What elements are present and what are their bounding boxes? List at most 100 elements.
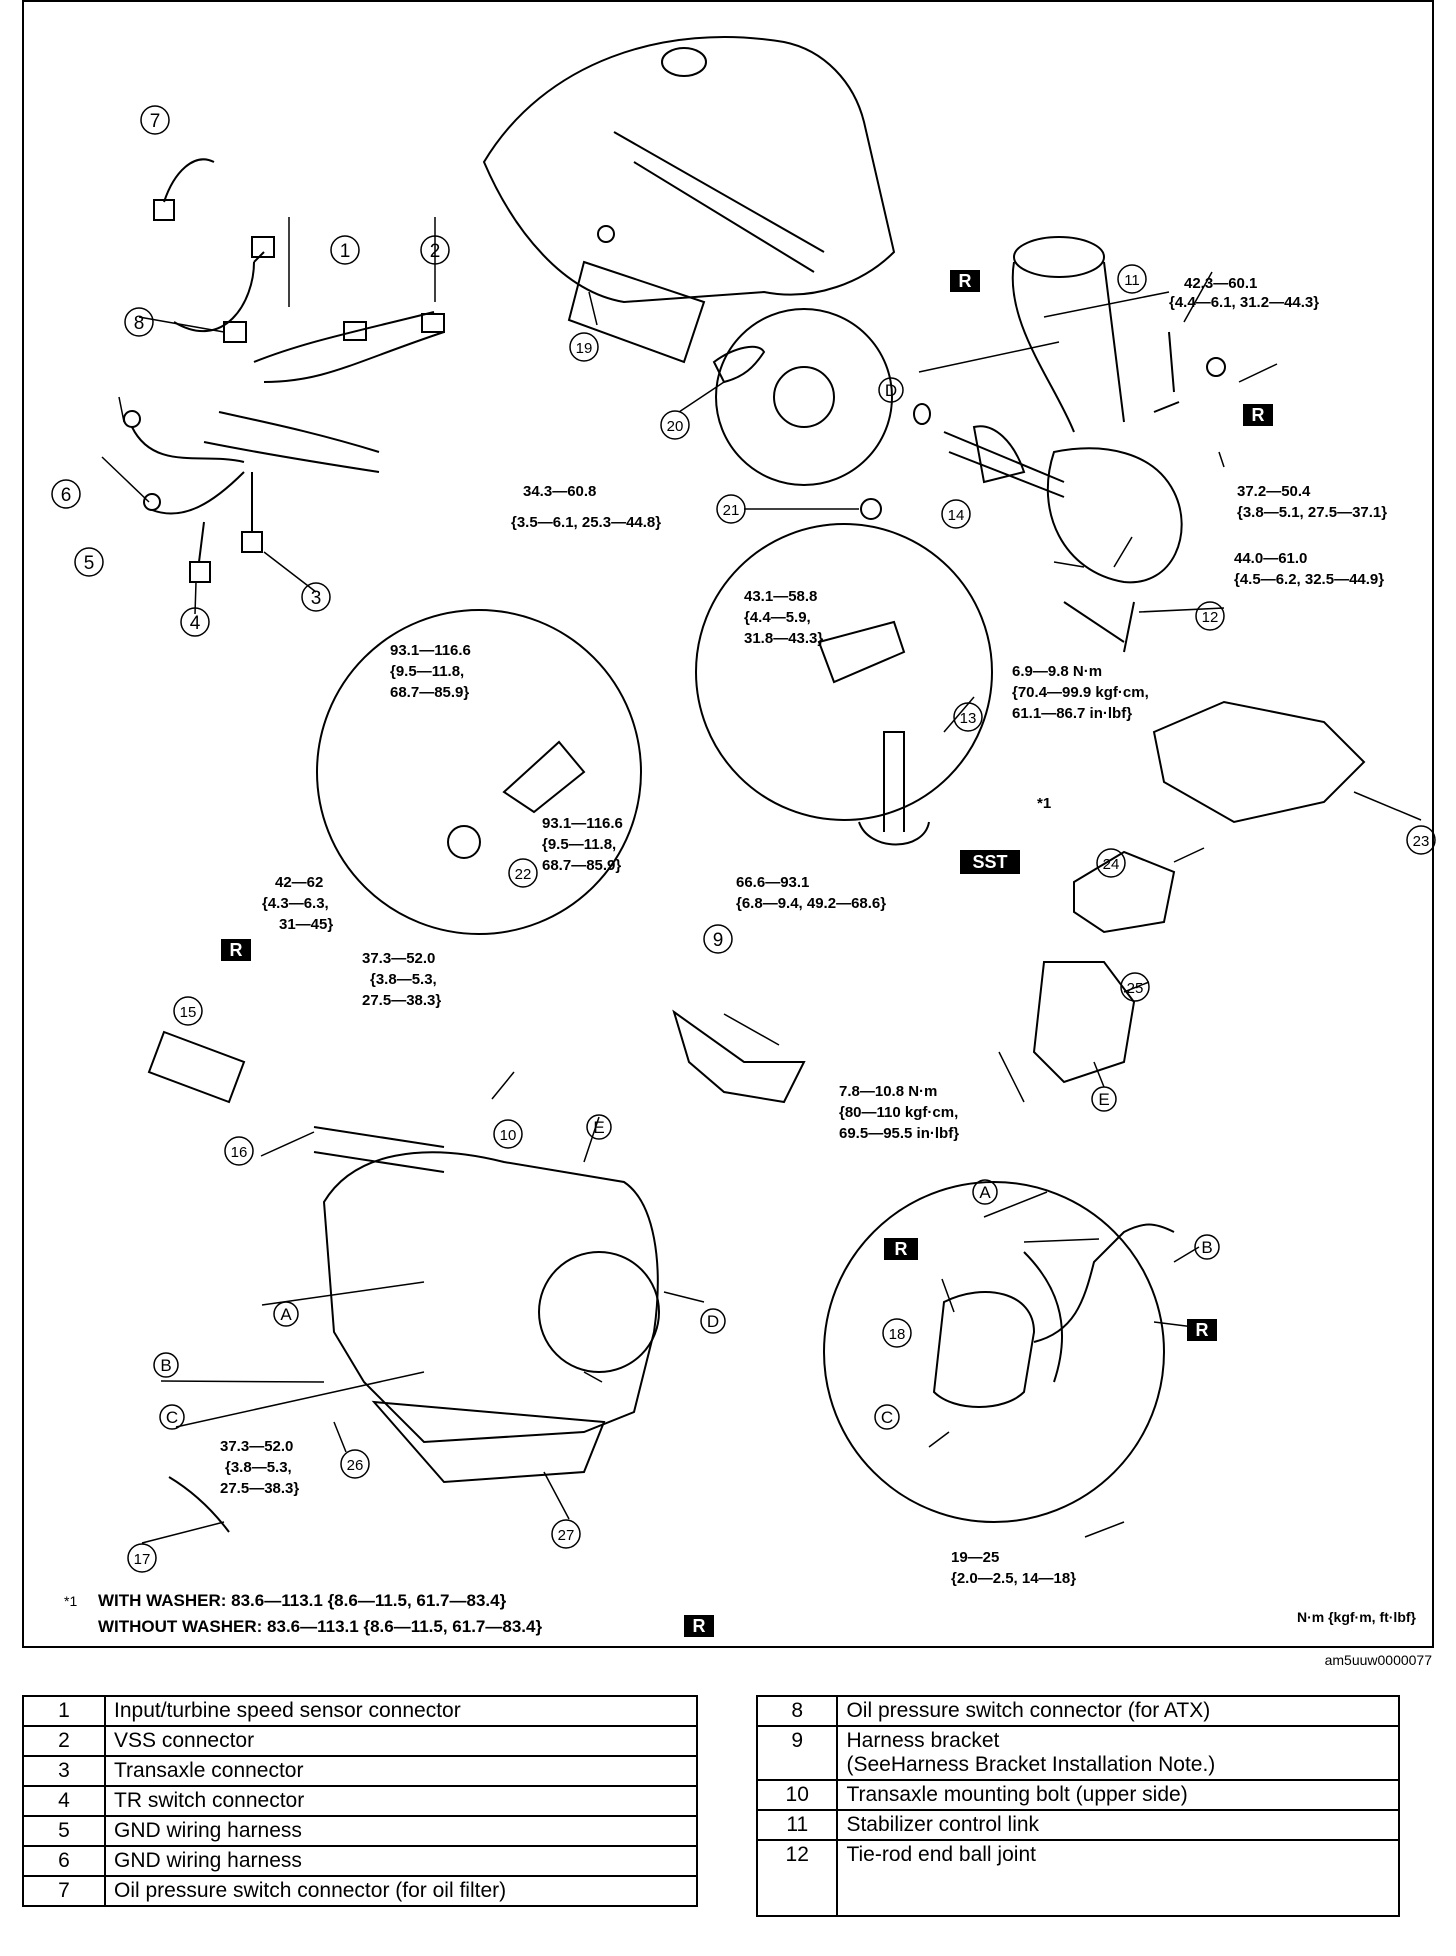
legend-num: 1 xyxy=(22,1695,106,1727)
units-note: N·m {kgf·m, ft·lbf} xyxy=(1297,1609,1417,1625)
torque-21-line2: {3.5—6.1, 25.3—44.8} xyxy=(511,514,661,531)
callout-2: 2 xyxy=(430,241,441,262)
knuckle-body xyxy=(1046,447,1183,584)
letter-E-left: E xyxy=(593,1118,604,1137)
badge-r-1: R xyxy=(959,271,972,291)
mount-24 xyxy=(1073,850,1176,934)
legend-num: 10 xyxy=(755,1779,839,1811)
letter-C-transaxle: C xyxy=(166,1408,178,1427)
letter-D-top: D xyxy=(885,381,897,400)
detail-circle-22 xyxy=(316,609,642,935)
torque-26-line3: 27.5—38.3} xyxy=(220,1480,299,1497)
callout-26: 26 xyxy=(347,1457,364,1474)
torque-9-line3: 69.5—95.5 in·lbf} xyxy=(839,1125,959,1142)
callout-27: 27 xyxy=(558,1527,575,1544)
badge-r-4: R xyxy=(895,1239,908,1259)
starter-body xyxy=(567,260,706,364)
connector-7 xyxy=(153,199,175,221)
letter-A-transaxle: A xyxy=(280,1305,292,1324)
drive-plate-hub xyxy=(773,366,835,428)
harness-7 xyxy=(163,158,215,203)
mount-22 xyxy=(502,740,586,814)
torque-26-line1: 37.3—52.0 xyxy=(220,1438,293,1455)
legend-num: 8 xyxy=(755,1695,839,1727)
legend-num: 6 xyxy=(22,1845,106,1877)
mount-bracket-23 xyxy=(1152,700,1366,824)
connector-1 xyxy=(343,321,367,341)
legend-desc: Input/turbine speed sensor connector xyxy=(104,1695,698,1727)
callout-3: 3 xyxy=(311,588,322,609)
badge-r-2: R xyxy=(1252,405,1265,425)
starter-end xyxy=(597,225,615,243)
callout-22: 22 xyxy=(515,866,532,883)
letter-B-cooler: B xyxy=(1201,1238,1212,1257)
stabilizer-link xyxy=(1153,331,1180,413)
lower-arm-13 xyxy=(858,731,930,846)
torque-13-line1: 43.1—58.8 xyxy=(744,588,817,605)
engine-outline xyxy=(482,36,896,304)
callout-24: 24 xyxy=(1103,856,1120,873)
nut-21 xyxy=(860,498,882,520)
footnote-marker: *1 xyxy=(64,1593,77,1609)
badge-r-3: R xyxy=(230,940,243,960)
torque-16-line2: {4.3—6.3, xyxy=(262,895,329,912)
ball-clamp xyxy=(817,620,906,684)
legend-desc: GND wiring harness xyxy=(104,1845,698,1877)
torque-10-line1: 37.3—52.0 xyxy=(362,950,435,967)
legend-desc: Transaxle connector xyxy=(104,1755,698,1787)
callout-6: 6 xyxy=(61,485,72,506)
callout-5: 5 xyxy=(84,553,95,574)
torque-10-line3: 27.5—38.3} xyxy=(362,992,441,1009)
torque-13-line3: 31.8—43.3} xyxy=(744,630,823,647)
o-ring-D xyxy=(913,403,931,425)
callout-1: 1 xyxy=(340,241,351,262)
callout-4: 4 xyxy=(190,613,201,634)
callout-11: 11 xyxy=(1124,272,1140,289)
legend-desc-line2: (SeeHarness Bracket Installation Note.) xyxy=(846,1753,1216,1776)
letter-A-cooler: A xyxy=(979,1183,991,1202)
legend-num: 7 xyxy=(22,1875,106,1907)
connector-3 xyxy=(241,531,263,553)
bracket-25 xyxy=(1032,961,1136,1084)
star-ref: *1 xyxy=(1037,795,1051,812)
legend-desc: Oil pressure switch connector (for oil f… xyxy=(104,1875,698,1907)
torque-11-line1: 42.3—60.1 xyxy=(1184,275,1257,292)
letter-E-right: E xyxy=(1098,1090,1109,1109)
torque-26-line2: {3.8—5.3, xyxy=(225,1459,292,1476)
legend-desc: Oil pressure switch connector (for ATX) xyxy=(836,1695,1400,1727)
legend-num: 12 xyxy=(755,1839,839,1917)
sensor-15 xyxy=(147,1030,246,1104)
knuckle-outline xyxy=(1011,261,1125,433)
transaxle-bell xyxy=(538,1251,660,1373)
detail-circle-13 xyxy=(695,523,993,821)
legend-desc: Stabilizer control link xyxy=(836,1809,1400,1841)
detail-circle-18 xyxy=(823,1181,1165,1523)
torque-22a-line2: {9.5—11.8, xyxy=(390,663,464,680)
badge-sst: SST xyxy=(972,852,1007,872)
transaxle-body xyxy=(322,1151,659,1444)
callout-markers xyxy=(51,105,1436,1573)
harness-main xyxy=(253,311,445,383)
callout-13: 13 xyxy=(960,710,977,727)
legend-desc: VSS connector xyxy=(104,1725,698,1757)
letter-D-transaxle: D xyxy=(707,1312,719,1331)
callout-14: 14 xyxy=(948,507,965,524)
shaft-16 xyxy=(313,1126,445,1173)
torque-21-line1: 34.3—60.8 xyxy=(523,483,596,500)
legend-num: 3 xyxy=(22,1755,106,1787)
legend-desc: Tie-rod end ball joint xyxy=(836,1839,1400,1917)
callout-12: 12 xyxy=(1202,609,1219,626)
legend-desc: GND wiring harness xyxy=(104,1815,698,1847)
torque-23-line2: {4.5—6.2, 32.5—44.9} xyxy=(1234,571,1384,588)
callout-17: 17 xyxy=(134,1551,151,1568)
hose-17 xyxy=(168,1476,230,1533)
replace-badges: R R R R R R SST xyxy=(221,270,1273,1637)
leader-lines xyxy=(101,217,1422,1544)
callout-20: 20 xyxy=(667,418,684,435)
torque-22b-line1: 93.1—116.6 xyxy=(542,815,623,832)
